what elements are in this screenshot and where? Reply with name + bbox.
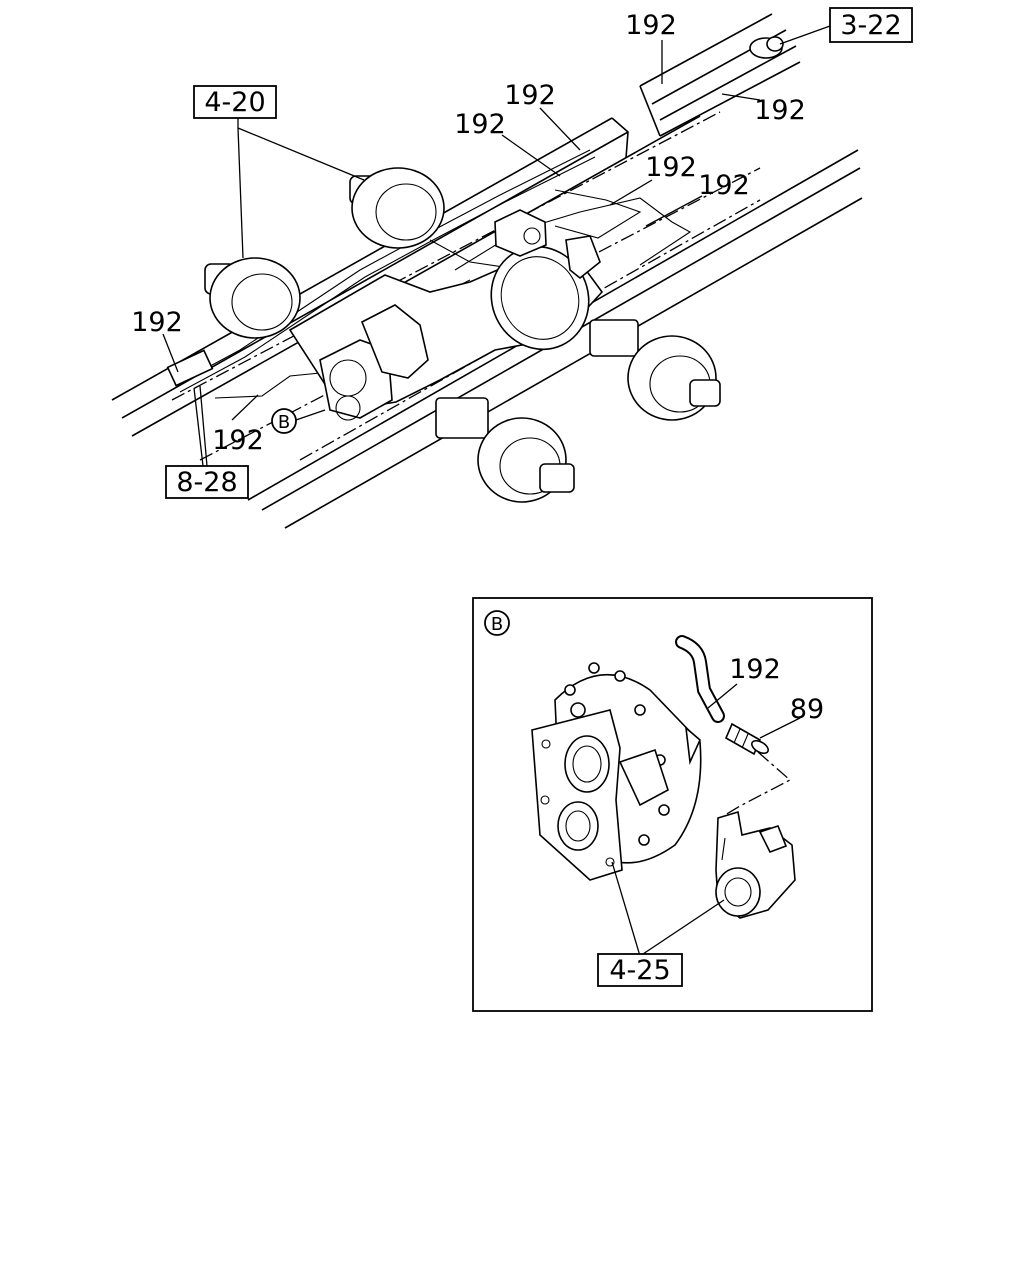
ref-box-3-22[interactable]: 3-22 (829, 7, 913, 43)
hose-192 (675, 635, 725, 723)
axle-shaft-centerlines (171, 111, 761, 461)
leader-lines (162, 25, 831, 467)
ref-box-8-28[interactable]: 8-28 (165, 465, 249, 499)
brake-carrier (531, 709, 669, 881)
wheel-hub-rear-right (349, 167, 445, 249)
part-label-89[interactable]: 89 (790, 694, 824, 725)
wheel-hub-front-right (589, 319, 721, 421)
part-label-192-h[interactable]: 192 (212, 425, 264, 456)
svg-text:B: B (278, 412, 290, 433)
part-label-192-b[interactable]: 192 (754, 95, 806, 126)
ref-box-4-20[interactable]: 4-20 (193, 85, 277, 119)
part-label-192-a[interactable]: 192 (625, 10, 677, 41)
part-label-192-e[interactable]: 192 (645, 152, 697, 183)
svg-text:8-28: 8-28 (176, 467, 237, 498)
svg-text:B: B (491, 614, 503, 635)
svg-text:4-20: 4-20 (204, 87, 265, 118)
connector-89 (724, 722, 769, 756)
ref-box-4-25[interactable]: 4-25 (597, 953, 683, 987)
part-label-192-g[interactable]: 192 (131, 307, 183, 338)
svg-text:3-22: 3-22 (840, 10, 901, 41)
inset-leaders (611, 683, 801, 957)
brake-chamber (715, 810, 796, 919)
part-label-192-c[interactable]: 192 (504, 80, 556, 111)
valve-fitting (494, 209, 601, 280)
detail-marker-b[interactable]: B (271, 408, 297, 434)
svg-text:4-25: 4-25 (609, 955, 670, 986)
junction-block (166, 349, 214, 387)
brake-chamber-assembly (319, 304, 429, 421)
part-label-192-d[interactable]: 192 (454, 109, 506, 140)
part-label-192-f[interactable]: 192 (698, 170, 750, 201)
detail-inset-b: B (472, 597, 873, 1012)
wheel-hub-front-left (435, 397, 575, 503)
part-label-192-inset[interactable]: 192 (729, 654, 781, 685)
wheel-hub-rear-left (204, 257, 301, 339)
inset-label-b: B (484, 610, 510, 636)
